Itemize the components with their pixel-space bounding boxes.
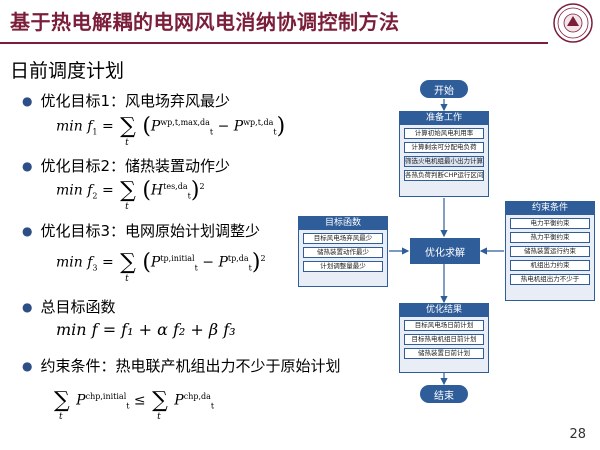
slide-title: 基于热电解耦的电网风电消纳协调控制方法 (10, 10, 400, 34)
bullet-label: 总目标函数 (40, 298, 116, 316)
formula-sup: tp,da (227, 253, 249, 263)
bullet-total-objective: ● 总目标函数 (22, 296, 116, 317)
flow-result-item: 目标风电场日前计划 (404, 320, 484, 331)
sum-index: t (125, 202, 129, 212)
bullet-label: 优化目标2：储热装置动作少 (40, 157, 231, 175)
flow-solve-node: 优化求解 (410, 238, 480, 264)
bullet-dot-icon: ● (22, 159, 33, 173)
formula-f1: min f1 = ∑t (Pwp,t,max,dat − Pwp,t,dat) (56, 114, 286, 148)
formula-sup: tes,da (163, 181, 188, 191)
formula-sup: wp,t,da (243, 117, 274, 127)
flow-constraint-item: 储热装置运行约束 (510, 246, 590, 257)
flow-constraint-item: 热电机组出力不少于 (510, 274, 590, 285)
formula-sub: 2 (92, 191, 98, 201)
flow-prep-item: 各热负荷判断CHP运行区间 (404, 170, 484, 181)
bullet-objective-3: ● 优化目标3：电网原始计划调整少 (22, 220, 260, 241)
flow-result-item: 目标热电机组日前计划 (404, 334, 484, 345)
flow-objective-header: 目标函数 (299, 217, 387, 230)
flow-constraint-item: 热力平衡约束 (510, 232, 590, 243)
bullet-label: 约束条件：热电联产机组出力不少于原始计划 (40, 357, 341, 375)
formula-sup: wp,t,max,da (160, 117, 210, 127)
sum-index: t (125, 138, 129, 148)
bullet-label: 优化目标1：风电场弃风最少 (40, 92, 231, 110)
formula-lhs: min f (56, 254, 93, 271)
flow-objective-panel: 目标函数 目标风电场弃风最少 储热装置动作最少 计划调整量最少 (298, 216, 388, 287)
bullet-dot-icon: ● (22, 300, 33, 314)
flow-objective-item: 计划调整量最少 (303, 261, 383, 272)
bullet-dot-icon: ● (22, 94, 33, 108)
formula-sub: t (248, 263, 252, 273)
formula-sub: t (210, 401, 215, 411)
formula-total: min f = f₁ + α f₂ + β f₃ (56, 320, 236, 339)
formula-sup: tp,initial (160, 253, 195, 263)
formula-sub: 3 (92, 263, 98, 273)
formula-sub: t (209, 127, 214, 137)
formula-sub: 1 (92, 127, 98, 137)
bullet-dot-icon: ● (22, 224, 33, 238)
flow-result-item: 储热装置日前计划 (404, 348, 484, 359)
bullet-objective-2: ● 优化目标2：储热装置动作少 (22, 155, 230, 176)
flow-objective-item: 目标风电场弃风最少 (303, 233, 383, 244)
flow-objective-item: 储热装置动作最少 (303, 247, 383, 258)
bullet-label: 优化目标3：电网原始计划调整少 (40, 222, 261, 240)
section-subtitle: 日前调度计划 (10, 60, 125, 82)
formula-sup: chp,da (183, 391, 211, 401)
formula-constraint: ∑t Pchp,initialt ≤ ∑t Pchp,dat (54, 388, 215, 422)
flow-prep-header: 准备工作 (400, 112, 488, 125)
university-seal-logo (553, 3, 593, 43)
flow-prep-panel: 准备工作 计算初始风电利用率 计算剩余可分配电负荷 筛选火电机组最小出力计算 各… (399, 111, 489, 197)
flow-result-header: 优化结果 (400, 304, 488, 317)
sum-index: t (59, 412, 63, 422)
formula-f3: min f3 = ∑t (Ptp,initialt − Ptp,dat)2 (56, 250, 266, 284)
flow-prep-item: 计算初始风电利用率 (404, 128, 484, 139)
flow-start-node: 开始 (420, 80, 468, 98)
title-divider (0, 42, 548, 44)
flow-prep-item: 筛选火电机组最小出力计算 (404, 156, 484, 167)
flow-result-panel: 优化结果 目标风电场日前计划 目标热电机组日前计划 储热装置日前计划 (399, 303, 489, 373)
formula-f2: min f2 = ∑t (Htes,dat)2 (56, 178, 205, 212)
flow-constraints-panel: 约束条件 电力平衡约束 热力平衡约束 储热装置运行约束 机组出力约束 热电机组出… (505, 201, 595, 301)
bullet-objective-1: ● 优化目标1：风电场弃风最少 (22, 90, 230, 111)
sum-index: t (125, 274, 129, 284)
page-number: 28 (569, 427, 586, 442)
formula-sub: t (187, 191, 191, 201)
bullet-constraint: ● 约束条件：热电联产机组出力不少于原始计划 (22, 355, 341, 376)
flow-constraint-item: 机组出力约束 (510, 260, 590, 271)
formula-sub: t (126, 401, 130, 411)
flow-constraint-item: 电力平衡约束 (510, 218, 590, 229)
formula-sup: chp,initial (85, 391, 127, 401)
sum-index: t (157, 412, 161, 422)
formula-lhs: min f (56, 118, 93, 135)
formula-sub: t (273, 127, 277, 137)
formula-sub: t (194, 263, 198, 273)
bullet-dot-icon: ● (22, 359, 33, 373)
flow-prep-item: 计算剩余可分配电负荷 (404, 142, 484, 153)
flow-end-node: 结束 (420, 385, 468, 403)
formula-lhs: min f (56, 182, 93, 199)
flow-constraints-header: 约束条件 (506, 202, 594, 215)
